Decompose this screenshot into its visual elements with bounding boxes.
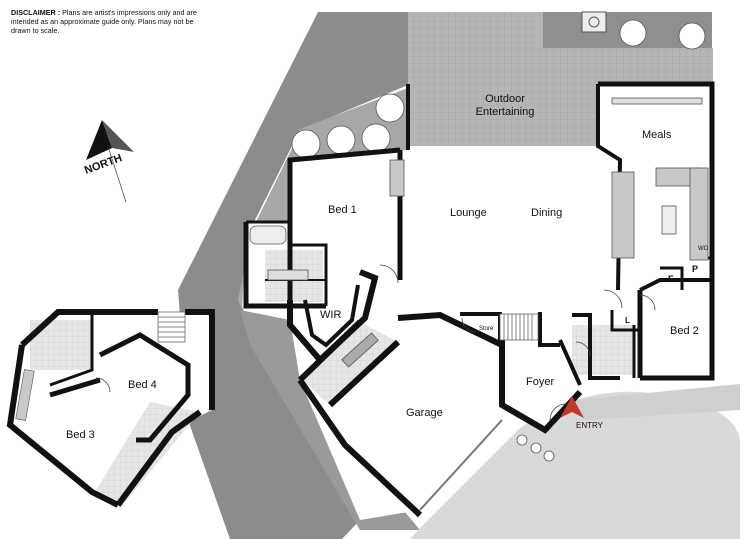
driveway [410, 391, 740, 539]
room-label-entry: ENTRY [576, 421, 604, 430]
wall [598, 81, 715, 381]
foyer-floor [500, 340, 580, 428]
entry-arrow-icon [560, 396, 584, 418]
laundry-bench [341, 332, 379, 368]
tree [516, 434, 528, 446]
stair-treads [503, 314, 533, 340]
vanity [267, 269, 309, 281]
wall [397, 311, 504, 348]
bathtub [249, 225, 287, 245]
walls [243, 81, 715, 518]
tree [361, 123, 391, 153]
wall [49, 377, 101, 398]
upper-floor [6, 309, 215, 508]
north-arrow-icon [86, 120, 112, 160]
room-label-foyer: Foyer [526, 376, 554, 388]
disclaimer-text: DISCLAIMER : Plans are artist's impressi… [11, 8, 201, 35]
room-label-bed3: Bed 3 [66, 429, 95, 441]
upper-walls [6, 309, 215, 508]
upper-bench [15, 369, 35, 421]
wall [639, 278, 712, 292]
garage-door [419, 419, 503, 511]
tree [678, 22, 706, 50]
wall [6, 344, 120, 508]
joinery [249, 97, 709, 368]
wall [290, 243, 328, 306]
tree [326, 125, 356, 155]
tree [543, 450, 555, 462]
door-swing [639, 294, 656, 311]
tree [375, 93, 405, 123]
wall [115, 409, 202, 507]
wall [297, 378, 423, 518]
house-floor [290, 84, 712, 378]
grass-area-west [178, 12, 408, 539]
wall [49, 312, 94, 387]
tree [291, 129, 321, 159]
wall [327, 339, 401, 408]
wall [303, 284, 360, 348]
wall [538, 312, 560, 347]
wall [660, 266, 684, 290]
north-arrow-icon-half [102, 120, 134, 152]
wall [297, 319, 363, 383]
room-label-meals: Meals [642, 129, 672, 141]
wall [287, 147, 401, 300]
door-swing [379, 264, 399, 284]
wall [98, 332, 191, 443]
room-label-outdoor-2: Entertaining [476, 106, 535, 118]
upper-stairs [157, 311, 186, 343]
room-label-store: Store [479, 326, 494, 332]
door-swing [461, 317, 477, 333]
wall [185, 309, 215, 410]
wall [572, 313, 620, 380]
room-label-outdoor-1: Outdoor [485, 93, 525, 105]
main-floor [243, 81, 715, 520]
room-label-l: L [625, 316, 630, 325]
disclaimer-body: Plans are artist's impressions only and … [11, 8, 197, 35]
room-label-bed1: Bed 1 [328, 204, 357, 216]
room-label-f: F [668, 274, 674, 284]
kitchen-island [611, 171, 635, 259]
tree [530, 442, 542, 454]
wall [243, 222, 326, 309]
door-swing [549, 403, 567, 421]
kitchen-bench [689, 167, 709, 261]
room-label-bed2: Bed 2 [670, 325, 699, 337]
room-label-p: P [692, 264, 698, 274]
stair-treads [158, 316, 185, 338]
wall [610, 310, 640, 332]
north-compass: NORTH [83, 120, 134, 203]
stairs [499, 313, 539, 341]
room-label-dining: Dining [531, 207, 562, 219]
wall [499, 340, 583, 434]
door-swing [603, 289, 623, 309]
outdoor-entertaining-area [408, 84, 598, 146]
room-label-wo: WO [698, 246, 709, 252]
water-tank-cap [588, 16, 600, 28]
paving-strip-east [543, 48, 713, 84]
room-label-wir: WIR [320, 309, 341, 321]
water-tank [581, 11, 607, 33]
wardrobe [389, 159, 405, 197]
room-label-bed4: Bed 4 [128, 379, 157, 391]
bath-2-tiles [572, 325, 634, 375]
wall [19, 309, 158, 348]
door-swing [95, 377, 111, 393]
wall [558, 339, 582, 386]
trees [291, 19, 706, 462]
disclaimer-heading: DISCLAIMER : [11, 8, 61, 17]
paving-north [408, 12, 543, 84]
room-labels: Outdoor Entertaining Meals Bed 1 Lounge … [66, 93, 709, 441]
tree [619, 19, 647, 47]
door-swings [379, 264, 656, 421]
cooktop [661, 205, 677, 235]
door-swing [575, 341, 591, 357]
room-label-lounge: Lounge [450, 207, 487, 219]
room-label-garage: Garage [406, 407, 443, 419]
kitchen-wall-cabinet [611, 97, 703, 105]
paved-path [575, 384, 740, 420]
